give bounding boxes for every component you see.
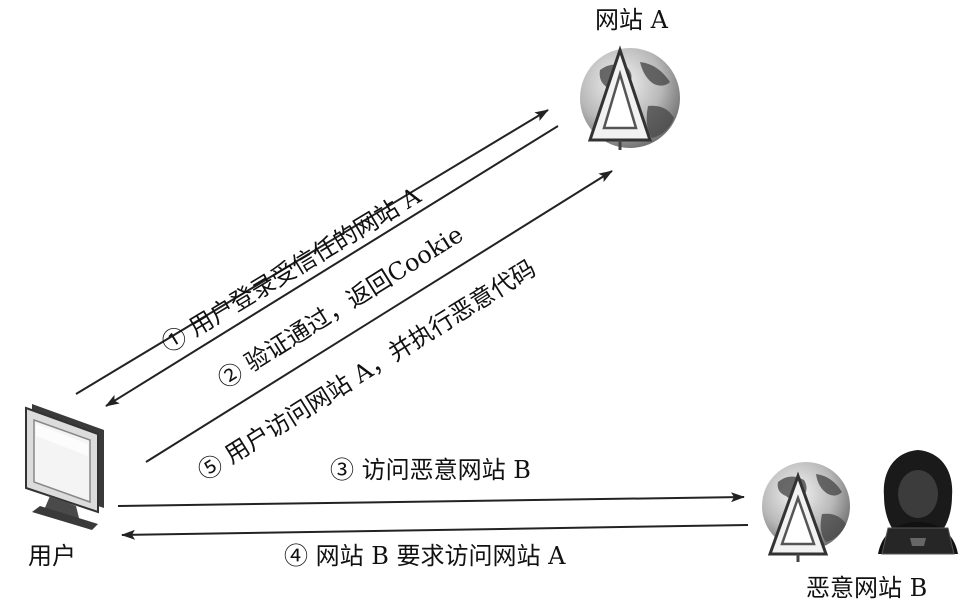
edge-step5-arrow <box>145 170 613 463</box>
edge-step2-arrow <box>105 125 559 407</box>
edge-step3-arrow <box>117 492 745 507</box>
edge-step1-arrow <box>75 109 549 395</box>
node-label-user: 用户 <box>28 542 76 570</box>
globe-warning-sign-icon <box>580 45 680 150</box>
computer-monitor-icon <box>25 404 104 530</box>
edge-label-step4: ④ 网站 B 要求访问网站 A <box>284 542 566 570</box>
node-label-site-a: 网站 A <box>595 6 668 34</box>
globe-warning-sign-icon <box>762 462 850 562</box>
edge-step4-arrow <box>121 524 749 540</box>
hooded-hacker-laptop-icon <box>878 450 958 555</box>
node-label-malicious-site: 恶意网站 B <box>806 574 928 602</box>
edge-label-step3: ③ 访问恶意网站 B <box>330 456 531 484</box>
